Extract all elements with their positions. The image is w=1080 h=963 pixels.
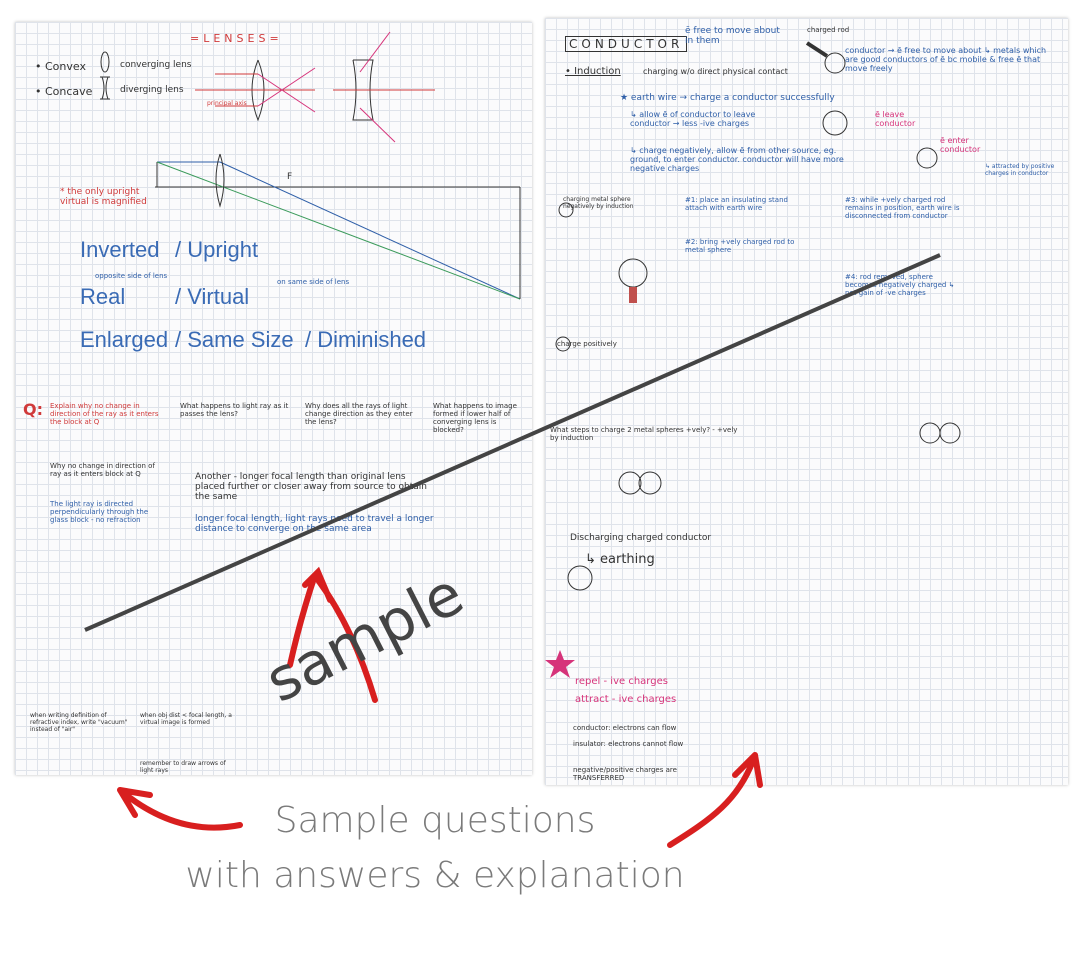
lens-ray-diagram xyxy=(100,31,521,300)
red-arrow-center xyxy=(287,566,378,703)
principal-axis-label: principal axis xyxy=(207,100,247,107)
charged-rod-label: charged rod xyxy=(807,26,850,34)
earth-wire-step-2: ↳ charge negatively, allow ē from other … xyxy=(630,146,844,173)
answer-1: Why no change in direction of ray as it … xyxy=(50,462,155,478)
conductor-flow-note: conductor: electrons can flow xyxy=(573,724,677,732)
convex-desc: converging lens xyxy=(120,60,192,70)
question-label: Q: xyxy=(23,400,43,419)
bottom-note-1: when writing definition of refractive in… xyxy=(30,712,128,733)
step-3: #3: while +vely charged rod remains in p… xyxy=(845,196,960,220)
answer-3: Another - longer focal length than origi… xyxy=(195,472,427,502)
attracted-note: ↳ attracted by positive charges in condu… xyxy=(985,163,1055,177)
bottom-note-3: remember to draw arrows of light rays xyxy=(140,760,226,774)
red-arrow-right xyxy=(667,752,763,848)
leave-conductor-label: ē leave conductor xyxy=(875,110,916,128)
real-note: opposite side of lens xyxy=(95,272,168,280)
diminished-label: / Diminished xyxy=(305,327,427,352)
virtual-label: / Virtual xyxy=(175,284,250,309)
negative-charging-title: charging metal sphere negatively by indu… xyxy=(563,196,634,210)
positive-charging-title: charge positively xyxy=(557,340,617,348)
enlarged-label: Enlarged xyxy=(80,327,169,352)
same-size-label: / Same Size xyxy=(175,327,294,352)
step-2: #2: bring +vely charged rod to metal sph… xyxy=(685,238,795,254)
watermark-line xyxy=(84,253,941,632)
step-1: #1: place an insulating stand attach wit… xyxy=(685,196,788,212)
transferred-note: negative/positive charges are TRANSFERRE… xyxy=(573,766,677,782)
conductor-diagrams xyxy=(545,41,961,678)
right-notes-page: CONDUCTOR ē free to move about in them c… xyxy=(545,18,1068,785)
lenses-title: =LENSES= xyxy=(190,32,283,45)
enter-conductor-label: ē enter conductor xyxy=(940,136,981,154)
inverted-label: Inverted xyxy=(80,237,160,262)
earth-wire-label: ★ earth wire → charge a conductor succes… xyxy=(620,93,835,103)
answer-2: The light ray is directed perpendicularl… xyxy=(50,500,149,524)
earth-wire-step-1: ↳ allow ē of conductor to leave conducto… xyxy=(630,110,756,128)
insulator-flow-note: insulator: electrons cannot flow xyxy=(573,740,684,748)
left-notes-page: =LENSES= • Convex converging lens • Conc… xyxy=(15,22,532,775)
red-arrow-left xyxy=(117,787,243,831)
answer-4: longer focal length, light rays need to … xyxy=(195,514,434,534)
question-3: Why does all the rays of light change di… xyxy=(305,402,413,426)
repel-note: repel - ive charges xyxy=(575,676,668,687)
conductor-title: CONDUCTOR xyxy=(565,36,688,52)
caption-line-2: with answers & explanation xyxy=(185,855,685,896)
convex-label: • Convex xyxy=(35,60,86,73)
focal-point-label: F xyxy=(287,172,293,182)
earthing-label: ↳ earthing xyxy=(585,552,655,567)
real-label: Real xyxy=(80,284,126,309)
concave-desc: diverging lens xyxy=(120,85,184,95)
virtual-note: on same side of lens xyxy=(277,278,350,286)
question-1: Explain why no change in direction of th… xyxy=(50,402,159,426)
conductor-title-note: ē free to move about in them xyxy=(685,26,780,46)
bottom-note-2: when obj dist < focal length, a virtual … xyxy=(140,712,232,726)
induction-label: • Induction xyxy=(565,66,621,77)
concave-label: • Concave xyxy=(35,85,93,98)
caption-line-1: Sample questions xyxy=(274,800,596,841)
induction-desc: charging w/o direct physical contact xyxy=(643,67,788,76)
question-4: What happens to image formed if lower ha… xyxy=(433,402,517,434)
upright-label: / Upright xyxy=(175,237,259,262)
question-2: What happens to light ray as it passes t… xyxy=(180,402,289,418)
conductor-note: conductor → ē free to move about ↳ metal… xyxy=(845,46,1047,73)
discharging-title: Discharging charged conductor xyxy=(570,533,712,543)
sample-question: What steps to charge 2 metal spheres +ve… xyxy=(550,426,738,442)
attract-note: attract - ive charges xyxy=(575,694,677,705)
upright-note: * the only upright virtual is magnified xyxy=(60,187,147,207)
